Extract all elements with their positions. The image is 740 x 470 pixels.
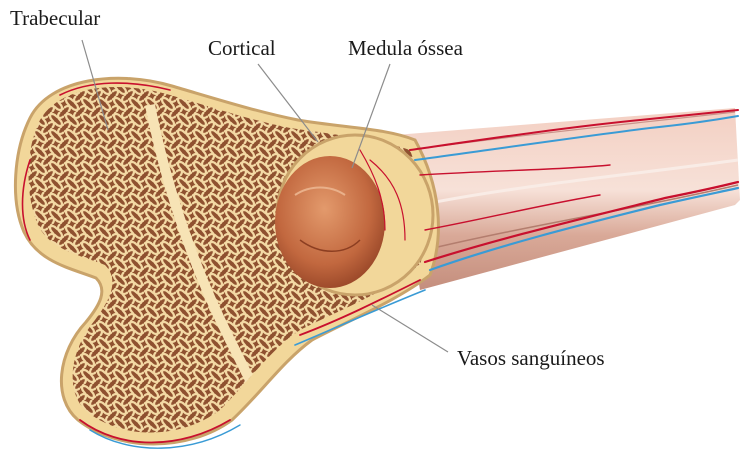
label-vasos-sanguineos: Vasos sanguíneos: [457, 348, 605, 369]
label-trabecular: Trabecular: [10, 8, 100, 29]
leader-line-vasos: [372, 305, 448, 352]
bone-marrow: [275, 156, 385, 288]
label-medula-ossea: Medula óssea: [348, 38, 463, 59]
label-cortical: Cortical: [208, 38, 276, 59]
